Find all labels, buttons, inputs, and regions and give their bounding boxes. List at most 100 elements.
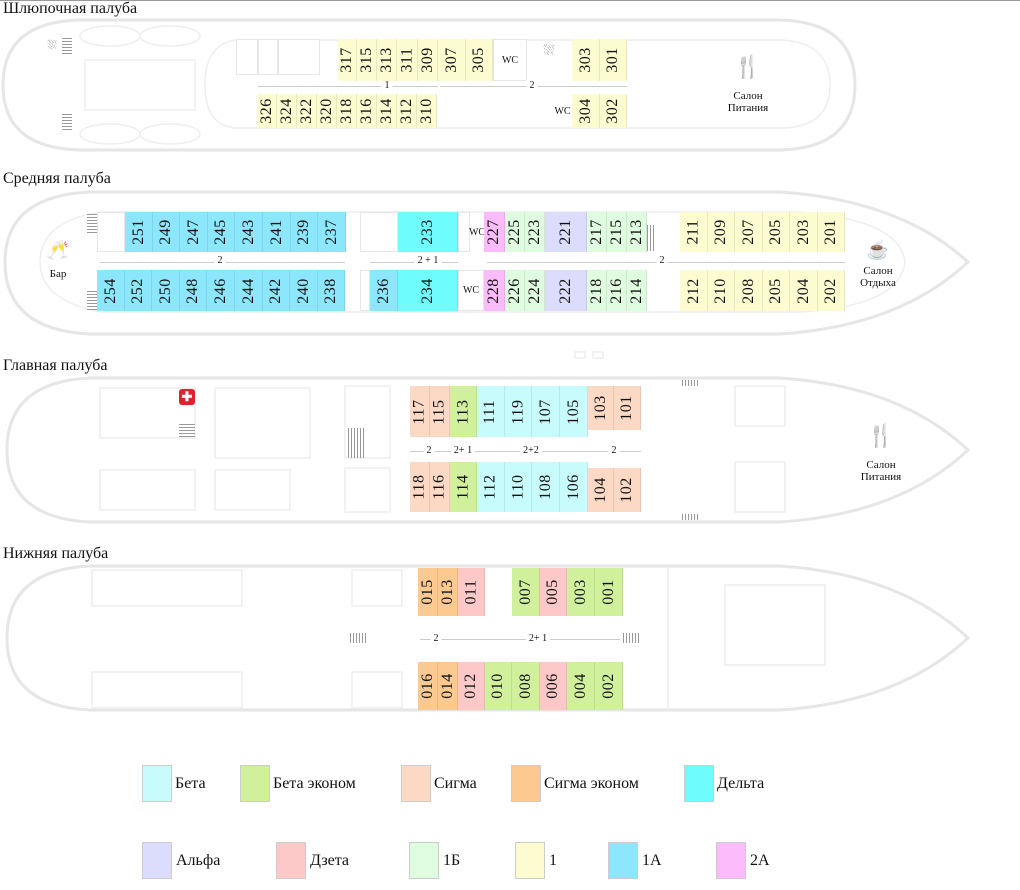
- cabin-240[interactable]: 240: [290, 270, 318, 311]
- cabin-008[interactable]: 008: [512, 662, 540, 710]
- cabin-014[interactable]: 014: [438, 662, 458, 710]
- cabin-221[interactable]: 221: [545, 212, 587, 252]
- cabin-252[interactable]: 252: [124, 270, 153, 311]
- cabin-254[interactable]: 254: [97, 270, 125, 311]
- cabin-215[interactable]: 215: [607, 212, 627, 252]
- cabin-203[interactable]: 203: [790, 212, 818, 252]
- cabin-315[interactable]: 315: [357, 39, 377, 81]
- cabin-202[interactable]: 202: [817, 270, 845, 311]
- cabin-251[interactable]: 251: [125, 212, 153, 252]
- cabin-112[interactable]: 112: [477, 462, 505, 512]
- cabin-243[interactable]: 243: [235, 212, 263, 252]
- cabin-007[interactable]: 007: [512, 568, 540, 616]
- cabin-242[interactable]: 242: [262, 270, 291, 311]
- cabin-237[interactable]: 237: [318, 212, 346, 252]
- cabin-302[interactable]: 302: [600, 94, 627, 128]
- cabin-002[interactable]: 002: [595, 662, 623, 710]
- cabin-001[interactable]: 001: [595, 568, 623, 616]
- cabin-106[interactable]: 106: [560, 462, 588, 512]
- cabin-207[interactable]: 207: [735, 212, 763, 252]
- cabin-239[interactable]: 239: [290, 212, 319, 252]
- cabin-119[interactable]: 119: [505, 386, 532, 437]
- cabin-223[interactable]: 223: [525, 212, 545, 252]
- cabin-015[interactable]: 015: [418, 568, 438, 616]
- cabin-233[interactable]: 233: [398, 212, 458, 252]
- cabin-247[interactable]: 247: [180, 212, 208, 252]
- cabin-110[interactable]: 110: [505, 462, 532, 512]
- cabin-301[interactable]: 301: [600, 39, 627, 81]
- cabin-249[interactable]: 249: [152, 212, 181, 252]
- cabin-214[interactable]: 214: [627, 270, 647, 311]
- cabin-011[interactable]: 011: [458, 568, 485, 616]
- cabin-114[interactable]: 114: [450, 462, 477, 512]
- cabin-234[interactable]: 234: [398, 270, 458, 311]
- cabin-310[interactable]: 310: [417, 94, 437, 128]
- cabin-248[interactable]: 248: [179, 270, 208, 311]
- cabin-201[interactable]: 201: [817, 212, 845, 252]
- cabin-116[interactable]: 116: [430, 462, 450, 512]
- cabin-118[interactable]: 118: [410, 462, 430, 512]
- cabin-238[interactable]: 238: [317, 270, 346, 311]
- cabin-210[interactable]: 210: [707, 270, 735, 311]
- cabin-217[interactable]: 217: [587, 212, 607, 252]
- cabin-246[interactable]: 246: [207, 270, 235, 311]
- cabin-222[interactable]: 222: [545, 270, 587, 311]
- cabin-212[interactable]: 212: [680, 270, 708, 311]
- cabin-101[interactable]: 101: [614, 386, 641, 430]
- cabin-304[interactable]: 304: [572, 94, 600, 128]
- cabin-307[interactable]: 307: [438, 39, 466, 81]
- cabin-213[interactable]: 213: [627, 212, 647, 252]
- cabin-317[interactable]: 317: [338, 39, 357, 81]
- cabin-111[interactable]: 111: [477, 386, 505, 437]
- cabin-311[interactable]: 311: [397, 39, 418, 81]
- cabin-326[interactable]: 326: [257, 94, 277, 128]
- cabin-010[interactable]: 010: [485, 662, 512, 710]
- cabin-309[interactable]: 309: [418, 39, 438, 81]
- cabin-226[interactable]: 226: [505, 270, 525, 311]
- cabin-312[interactable]: 312: [397, 94, 417, 128]
- cabin-005[interactable]: 005: [540, 568, 567, 616]
- cabin-322[interactable]: 322: [297, 94, 317, 128]
- cabin-218[interactable]: 218: [587, 270, 607, 311]
- cabin-103[interactable]: 103: [588, 386, 614, 430]
- cabin-115[interactable]: 115: [430, 386, 450, 437]
- cabin-113[interactable]: 113: [450, 386, 477, 437]
- cabin-305[interactable]: 305: [466, 39, 493, 81]
- cabin-225[interactable]: 225: [505, 212, 525, 252]
- cabin-004[interactable]: 004: [567, 662, 595, 710]
- cabin-244[interactable]: 244: [235, 270, 263, 311]
- cabin-241[interactable]: 241: [263, 212, 291, 252]
- cabin-102[interactable]: 102: [614, 468, 641, 512]
- cabin-303[interactable]: 303: [572, 39, 600, 81]
- cabin-204[interactable]: 204: [790, 270, 818, 311]
- cabin-012[interactable]: 012: [458, 662, 485, 710]
- cabin-228[interactable]: 228: [484, 270, 505, 311]
- cabin-211[interactable]: 211: [680, 212, 708, 252]
- cabin-236[interactable]: 236: [370, 270, 398, 311]
- cabin-318[interactable]: 318: [337, 94, 357, 128]
- cabin-105[interactable]: 105: [560, 386, 588, 437]
- cabin-245[interactable]: 245: [207, 212, 236, 252]
- cabin-208[interactable]: 208: [735, 270, 763, 311]
- cabin-316[interactable]: 316: [357, 94, 377, 128]
- cabin-205[interactable]: 205: [762, 270, 790, 311]
- cabin-250[interactable]: 250: [152, 270, 180, 311]
- cabin-313[interactable]: 313: [377, 39, 397, 81]
- cabin-104[interactable]: 104: [588, 468, 614, 512]
- cabin-205[interactable]: 205: [762, 212, 790, 252]
- cabin-320[interactable]: 320: [317, 94, 337, 128]
- cabin-227[interactable]: 227: [484, 212, 505, 252]
- cabin-314[interactable]: 314: [377, 94, 397, 128]
- cabin-209[interactable]: 209: [707, 212, 735, 252]
- lounge-icon: ☕: [866, 240, 890, 260]
- cabin-216[interactable]: 216: [607, 270, 627, 311]
- cabin-117[interactable]: 117: [410, 386, 430, 437]
- cabin-003[interactable]: 003: [567, 568, 595, 616]
- cabin-107[interactable]: 107: [532, 386, 560, 437]
- cabin-224[interactable]: 224: [525, 270, 545, 311]
- cabin-013[interactable]: 013: [438, 568, 458, 616]
- cabin-108[interactable]: 108: [532, 462, 560, 512]
- cabin-006[interactable]: 006: [540, 662, 567, 710]
- cabin-324[interactable]: 324: [277, 94, 297, 128]
- cabin-016[interactable]: 016: [418, 662, 438, 710]
